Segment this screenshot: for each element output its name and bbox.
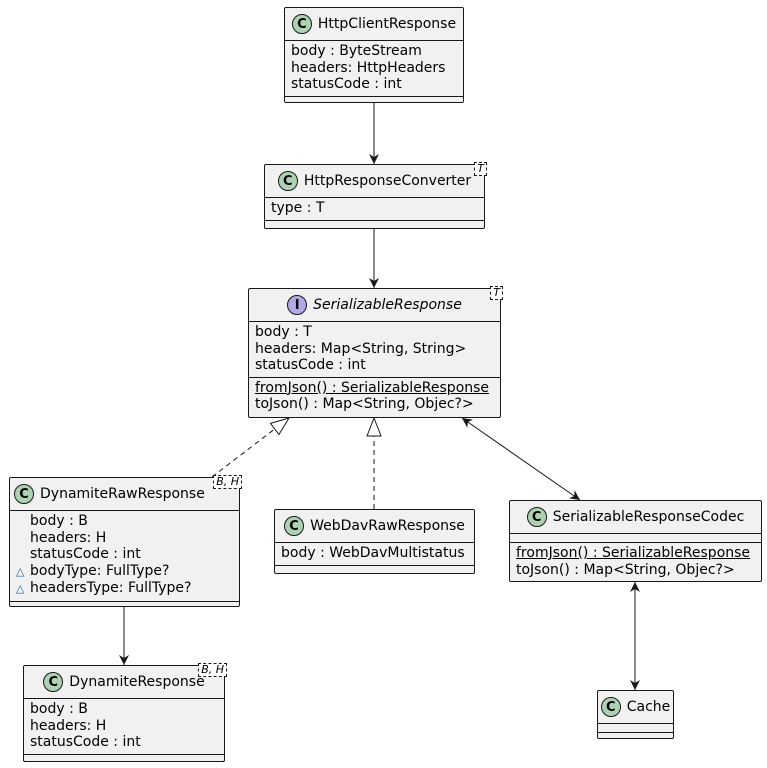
field: statusCode : int [30, 546, 141, 562]
field: statusCode : int [255, 357, 366, 373]
class-stereotype-icon: C [291, 14, 312, 34]
field: headers: Map<String, String> [255, 340, 467, 357]
package-visibility-icon: △ [16, 582, 25, 595]
fields-section [510, 534, 761, 543]
class-name: DynamiteResponse [69, 674, 205, 690]
methods-section [24, 755, 224, 763]
field: headers: H [30, 717, 107, 734]
class-name: SerializableResponse [313, 297, 462, 313]
class-header: C DynamiteResponse B, H [24, 663, 227, 699]
class-cache: C Cache [597, 690, 674, 739]
fields-section: body : B headers: H statusCode : int [24, 699, 224, 755]
class-stereotype-icon: C [526, 507, 547, 527]
class-stereotype-icon: C [284, 516, 305, 536]
class-serializable-response-codec: C SerializableResponseCodec fromJson() :… [509, 500, 762, 582]
class-header: C HttpResponseConverter T [265, 162, 487, 198]
class-name: SerializableResponseCodec [552, 509, 745, 525]
class-header: C HttpClientResponse [285, 8, 463, 41]
field: headers: HttpHeaders [291, 59, 446, 76]
methods-section: fromJson() : SerializableResponse toJson… [249, 378, 500, 416]
field: type : T [271, 200, 325, 216]
class-header: I SerializableResponse T [249, 286, 503, 322]
package-visibility-icon: △ [16, 564, 25, 578]
method: toJson() : Map<String, Objec?> [255, 396, 474, 412]
class-stereotype-icon: C [43, 672, 64, 692]
field: body : ByteStream [291, 43, 422, 59]
type-parameter-box: T [474, 162, 487, 176]
type-parameter-box: B, H [198, 663, 227, 677]
field: statusCode : int [30, 734, 141, 750]
fields-section [598, 724, 673, 733]
field: body : WebDavMultistatus [281, 545, 465, 561]
class-name: DynamiteRawResponse [40, 486, 205, 502]
methods-section [285, 97, 463, 105]
class-http-client-response: C HttpClientResponse body : ByteStream h… [284, 7, 464, 103]
field: headers: H [30, 529, 107, 546]
class-webdav-raw-response: C WebDavRawResponse body : WebDavMultist… [274, 509, 475, 574]
methods-section: fromJson() : SerializableResponse toJson… [510, 543, 761, 581]
class-stereotype-icon: C [600, 697, 621, 717]
class-header: C WebDavRawResponse [275, 510, 474, 543]
class-header: C SerializableResponseCodec [510, 501, 761, 534]
methods-section [598, 733, 673, 741]
fields-section: body : ByteStream headers: HttpHeaders s… [285, 41, 463, 97]
class-stereotype-icon: C [277, 171, 298, 191]
class-header: C Cache [598, 691, 673, 724]
interface-stereotype-icon: I [287, 295, 308, 315]
type-parameter-box: B, H [213, 475, 242, 489]
fields-section: body : WebDavMultistatus [275, 543, 474, 566]
field: statusCode : int [291, 76, 402, 92]
field: body : T [255, 324, 312, 340]
edge-serializable-codec [461, 417, 581, 501]
interface-serializable-response: I SerializableResponse T body : T header… [248, 286, 503, 418]
package-field: △headersType: FullType? [16, 580, 192, 596]
edge-dynamiteraw-realizes-serializable [211, 418, 289, 478]
field: body : B [30, 701, 88, 717]
class-name: HttpClientResponse [317, 16, 457, 32]
class-name: Cache [626, 699, 671, 715]
fields-section: type : T [265, 198, 484, 221]
class-dynamite-raw-response: C DynamiteRawResponse B, H body : B head… [9, 475, 242, 610]
method: toJson() : Map<String, Objec?> [516, 561, 735, 578]
class-http-response-converter: C HttpResponseConverter T type : T [264, 162, 487, 229]
class-name: WebDavRawResponse [310, 518, 465, 534]
fields-section: body : T headers: Map<String, String> st… [249, 322, 500, 378]
static-method: fromJson() : SerializableResponse [516, 545, 751, 561]
methods-section [10, 602, 239, 610]
field: body : B [30, 513, 88, 529]
class-dynamite-response: C DynamiteResponse B, H body : B headers… [23, 663, 227, 763]
class-header: C DynamiteRawResponse B, H [10, 475, 242, 511]
static-method: fromJson() : SerializableResponse [255, 379, 490, 396]
class-name: HttpResponseConverter [303, 173, 472, 189]
methods-section [265, 221, 484, 229]
methods-section [275, 566, 474, 574]
type-parameter-box: T [490, 286, 503, 300]
class-stereotype-icon: C [14, 484, 34, 504]
fields-section: body : B headers: H statusCode : int △bo… [10, 511, 239, 602]
package-field: △bodyType: FullType? [16, 562, 170, 579]
